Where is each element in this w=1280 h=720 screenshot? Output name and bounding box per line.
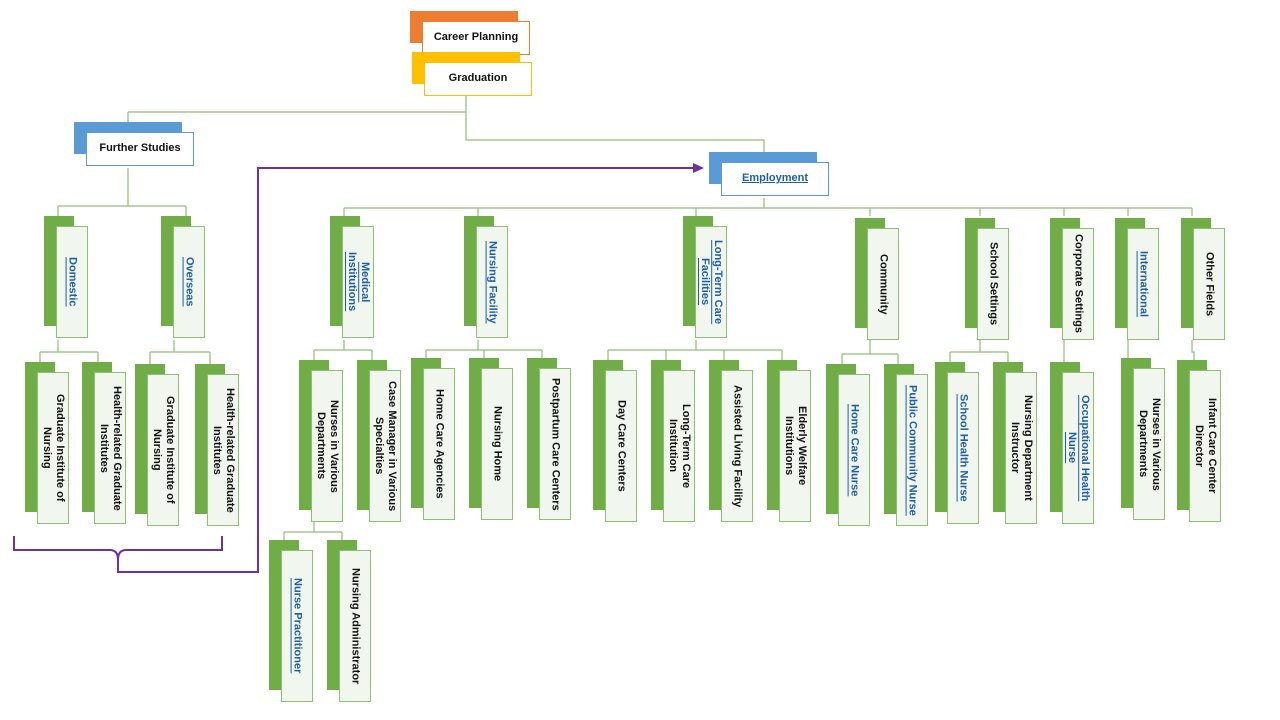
international-link[interactable]: International [1137,250,1150,317]
infant-care-director-label: Infant Care Center Director [1193,398,1219,494]
nursing-home-label: Nursing Home [491,406,504,482]
long-term-care-institution-label: Long-Term Care Institution [667,403,693,489]
home-care-agencies-label: Home Care Agencies [433,389,446,499]
elderly-welfare-label: Elderly Welfare Institutions [783,406,809,486]
domestic-graduate-institute-label: Graduate Institute of Nursing [41,394,67,502]
medical-institutions-link[interactable]: Medical Institutions [346,252,372,312]
overseas-graduate-institute-label: Graduate Institute of Nursing [151,396,177,504]
other-fields-label: Other Fields [1203,251,1216,317]
nursing-instructor-label: Nursing Department Instructor [1009,395,1035,501]
domestic-health-institutes-label: Health-related Graduate Institutes [98,385,124,511]
corporate-settings-label: Corporate Settings [1072,234,1085,334]
medical-nurses-departments-label: Nurses in Various Departments [315,399,341,493]
graduation-label: Graduation [424,62,532,96]
school-settings-label: School Settings [987,242,1000,326]
career-planning-label: Career Planning [422,21,530,55]
overseas-health-institutes-label: Health-related Graduate Institutes [211,387,237,513]
nurse-practitioner-link[interactable]: Nurse Practitioner [291,578,304,674]
day-care-centers-label: Day Care Centers [615,400,628,492]
nursing-facility-link[interactable]: Nursing Facility [486,240,499,324]
long-term-care-link[interactable]: Long-Term Care Facilities [699,239,725,325]
home-care-nurse-link[interactable]: Home Care Nurse [848,403,861,497]
case-manager-label: Case Manager in Various Specialties [373,380,399,512]
occupational-health-nurse-link[interactable]: Occupational Health Nurse [1066,394,1092,502]
postpartum-care-label: Postpartum Care Centers [549,377,562,511]
school-health-nurse-link[interactable]: School Health Nurse [957,394,970,502]
domestic-link[interactable]: Domestic [66,257,79,307]
further-studies-label: Further Studies [86,132,194,166]
nursing-administrator-label: Nursing Administrator [349,567,362,685]
international-nurses-label: Nurses in Various Departments [1137,397,1163,491]
employment-link[interactable]: Employment [741,172,808,185]
overseas-link[interactable]: Overseas [183,257,196,307]
assisted-living-label: Assisted Living Facility [731,384,744,508]
community-label: Community [877,253,890,315]
public-community-nurse-link[interactable]: Public Community Nurse [906,384,919,516]
